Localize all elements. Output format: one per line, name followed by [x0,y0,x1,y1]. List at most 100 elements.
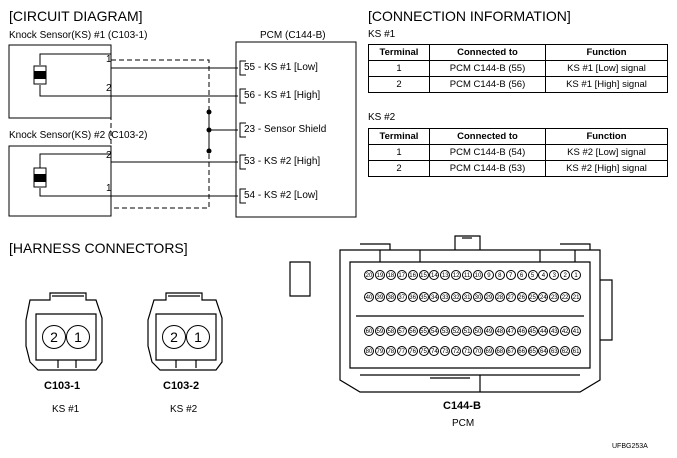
table-cell: KS #2 [High] signal [545,160,668,177]
table-cell: PCM C144-B (56) [429,76,546,93]
table-cell: 1 [368,60,430,77]
wire-ks2-low [39,188,238,197]
c144b-pin: 61 [571,346,582,356]
c103-1-name: C103-1 [44,380,81,392]
c144b-pin: 62 [560,346,571,356]
c103-1-pin: 1 [66,325,90,349]
table-cell: KS #1 [High] signal [545,76,668,93]
c144b-pin: 66 [516,346,527,356]
ks2-sensor-symbol [33,167,47,188]
pcm-pin-label: 55 - KS #1 [Low] [244,62,318,73]
table-row: 2 PCM C144-B (56) KS #1 [High] signal [368,76,668,93]
c144b-pin: 5 [527,270,538,280]
c144b-connector-drawing [289,235,613,393]
pcm-pin-label: 23 - Sensor Shield [244,124,327,135]
table-row: 1 PCM C144-B (54) KS #2 [Low] signal [368,144,668,161]
c144b-pin: 34 [429,292,440,302]
c144b-pin: 3 [549,270,560,280]
c144b-pin: 23 [549,292,560,302]
c144b-pin: 1 [571,270,582,280]
c144b-pin: 17 [396,270,407,280]
wire-ks1-high [39,85,238,97]
c144b-pin: 15 [418,270,429,280]
c144b-pin: 31 [462,292,473,302]
wire-number: 1 [106,183,112,194]
c144b-pin: 27 [505,292,516,302]
table-row: 2 PCM C144-B (53) KS #2 [High] signal [368,160,668,177]
wire-number: 2 [106,150,112,161]
c144b-pin: 29 [483,292,494,302]
c144b-pin: 48 [494,326,505,336]
c144b-pin: 71 [462,346,473,356]
table-cell: KS #1 [Low] signal [545,60,668,77]
c144b-pin: 76 [407,346,418,356]
c144b-pin: 78 [385,346,396,356]
pcm-label: PCM (C144-B) [260,30,326,41]
c144b-pin: 9 [483,270,494,280]
table-cell: PCM C144-B (53) [429,160,546,177]
c103-1-sub: KS #1 [52,404,80,415]
c103-2-pin: 1 [186,325,210,349]
c144b-pin: 32 [451,292,462,302]
ks2-table-label: KS #2 [368,112,396,123]
c144b-pin: 58 [385,326,396,336]
pcm-pin-label: 56 - KS #1 [High] [244,90,321,101]
c144b-pin: 49 [483,326,494,336]
c103-2-connector-drawing [147,292,223,371]
ks2-connection-table: Terminal Connected to Function 1 PCM C14… [368,128,668,177]
ks1-sensor-box [8,44,112,119]
c144b-pin: 69 [483,346,494,356]
c144b-pin: 59 [374,326,385,336]
connection-info-heading: [CONNECTION INFORMATION] [368,8,571,24]
c144b-pin: 35 [418,292,429,302]
table-cell: PCM C144-B (54) [429,144,546,161]
c144b-pin: 67 [505,346,516,356]
c144b-pin: 6 [516,270,527,280]
c144b-pin: 75 [418,346,429,356]
c144b-name: C144-B [443,400,481,412]
c144b-pin: 80 [364,346,374,356]
c144b-pin: 42 [560,326,571,336]
c144b-pin: 70 [473,346,483,356]
harness-connectors-heading: [HARNESS CONNECTORS] [9,240,188,256]
c144b-pin: 51 [462,326,473,336]
c144b-pin: 8 [494,270,505,280]
table-cell: 2 [368,76,430,93]
c144b-pin: 21 [571,292,582,302]
c144b-pin: 45 [527,326,538,336]
c144b-pin: 22 [560,292,571,302]
c103-1-pin: 2 [42,325,66,349]
c144b-pin: 41 [571,326,582,336]
table-cell: PCM C144-B (55) [429,60,546,77]
c144b-pin: 55 [418,326,429,336]
table-header: Function [545,44,668,61]
table-header: Function [545,128,668,145]
c144b-pin: 33 [440,292,451,302]
ks1-connection-table: Terminal Connected to Function 1 PCM C14… [368,44,668,93]
c144b-pin: 73 [440,346,451,356]
wire-number: 1 [106,54,112,65]
c144b-pin: 12 [451,270,462,280]
c144b-pin: 14 [429,270,440,280]
circuit-diagram-heading: [CIRCUIT DIAGRAM] [9,8,143,24]
c144b-pin: 65 [527,346,538,356]
table-header: Connected to [429,128,546,145]
c144b-pin: 10 [473,270,483,280]
pcm-pin-label: 54 - KS #2 [Low] [244,190,318,201]
c144b-pin: 57 [396,326,407,336]
c144b-pin: 37 [396,292,407,302]
c144b-pin: 25 [527,292,538,302]
wire-number: 2 [106,83,112,94]
c144b-pin: 4 [538,270,549,280]
ks2-sensor-box [8,145,112,217]
c144b-pin: 54 [429,326,440,336]
c144b-pin: 74 [429,346,440,356]
c103-1-connector-drawing [25,292,103,371]
c144b-pin: 63 [549,346,560,356]
c144b-sub: PCM [452,418,475,429]
c144b-pin: 53 [440,326,451,336]
c144b-pin: 77 [396,346,407,356]
c144b-pin: 38 [385,292,396,302]
table-row: 1 PCM C144-B (55) KS #1 [Low] signal [368,60,668,77]
figure-code: UFBG253A [612,443,648,450]
